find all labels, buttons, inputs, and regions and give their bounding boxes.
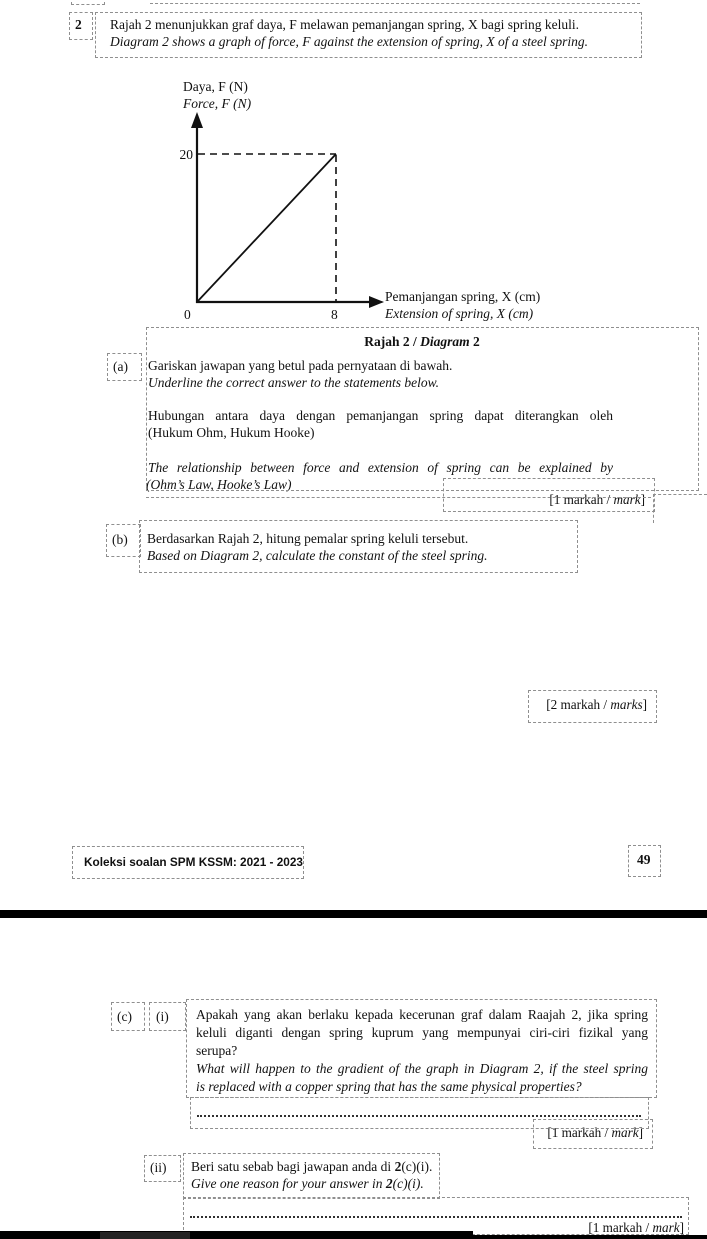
question-number: 2 — [75, 17, 82, 32]
part-cii-label: (ii) — [150, 1160, 167, 1175]
part-cii-ms: Beri satu sebab bagi jawapan anda di 2(c… — [191, 1159, 433, 1174]
region-box-ci-label — [149, 1002, 186, 1031]
part-a-statement-en-line1: The relationship between force and exten… — [148, 460, 613, 475]
y-axis-label-en: Force, F (N) — [183, 96, 252, 111]
part-a-statement-ms-line2: (Hukum Ohm, Hukum Hooke) — [148, 425, 315, 440]
x-axis-label-en: Extension of spring, X (cm) — [385, 306, 534, 321]
part-b-text-ms: Berdasarkan Rajah 2, hitung pemalar spri… — [147, 531, 469, 546]
region-box-cii-answer — [183, 1197, 689, 1235]
x-axis-label-ms: Pemanjangan spring, X (cm) — [385, 289, 541, 304]
x-axis-arrowhead — [369, 296, 384, 308]
part-ci-ms-line3: serupa? — [196, 1043, 238, 1058]
part-cii-marks: [1 markah / mark] — [588, 1220, 684, 1235]
part-a-instruction-en: Underline the correct answer to the stat… — [148, 375, 439, 390]
region-line-fragment-right-h — [653, 494, 707, 495]
y-tick-label: 20 — [179, 147, 194, 162]
x-tick-label: 8 — [331, 307, 338, 322]
region-box-b-text — [139, 520, 578, 573]
region-box-page-number — [628, 845, 661, 877]
region-box-ci-text — [186, 999, 657, 1098]
part-a-statement-ms-line1: Hubungan antara daya dengan pemanjangan … — [148, 408, 613, 423]
force-extension-graph — [191, 112, 384, 308]
region-box-a-label — [107, 353, 142, 381]
region-box-section-a — [146, 327, 699, 491]
region-box-b-label — [106, 524, 141, 557]
caption-num: 2 — [469, 334, 480, 349]
caption-ms: Rajah 2 / — [364, 334, 421, 349]
bottom-separator-bar-gray-segment — [100, 1232, 190, 1239]
y-axis-label-ms: Daya, F (N) — [183, 79, 248, 94]
part-a-label: (a) — [113, 359, 128, 374]
region-box-ci-answer — [190, 1097, 649, 1129]
figure-caption: Rajah 2 / Diagram 2 — [146, 333, 698, 351]
region-box-mark2 — [528, 690, 657, 723]
part-b-label: (b) — [112, 532, 128, 547]
part-a-statement-en-line2: (Ohm’s Law, Hooke’s Law) — [146, 477, 292, 492]
part-a-marks: [1 markah / mark] — [549, 492, 645, 507]
part-ci-ms-line1: Apakah yang akan berlaku kepada keceruna… — [196, 1007, 648, 1022]
footer-source: Koleksi soalan SPM KSSM: 2021 - 2023 — [84, 855, 303, 869]
region-box-footer — [72, 846, 304, 879]
question-intro-ms: Rajah 2 menunjukkan graf daya, F melawan… — [110, 17, 580, 32]
part-ci-ms-line2: keluli diganti dengan spring kuprum yang… — [196, 1025, 648, 1040]
part-a-instruction-ms: Gariskan jawapan yang betul pada pernyat… — [148, 358, 453, 373]
bottom-separator-bar-left — [0, 1231, 473, 1239]
origin-label: 0 — [184, 307, 191, 322]
part-b-text-en: Based on Diagram 2, calculate the consta… — [147, 548, 488, 563]
region-box-cii-text — [183, 1153, 440, 1199]
ci-answer-line — [197, 1100, 641, 1117]
part-cii-en: Give one reason for your answer in 2(c)(… — [191, 1176, 424, 1191]
y-axis-arrowhead — [191, 112, 203, 128]
region-box-c-label — [111, 1002, 145, 1031]
graph-line — [196, 153, 337, 303]
region-line-fragment-right-v — [653, 494, 654, 523]
part-ci-label: (i) — [156, 1009, 169, 1024]
bottom-separator-bar-right — [473, 1235, 707, 1239]
part-c-label: (c) — [117, 1009, 132, 1024]
page-separator-bar — [0, 910, 707, 918]
region-box-mark3 — [533, 1119, 653, 1149]
caption-en: Diagram — [420, 334, 470, 349]
part-b-marks: [2 markah / marks] — [546, 697, 647, 712]
region-line-mark1 — [146, 497, 651, 498]
region-box-cii-label — [144, 1155, 181, 1182]
cii-answer-line — [190, 1202, 682, 1218]
region-line-fragment-top — [150, 3, 640, 4]
part-ci-en-line1: What will happen to the gradient of the … — [196, 1061, 648, 1076]
region-box-mark1 — [443, 478, 655, 512]
question-intro-en: Diagram 2 shows a graph of force, F agai… — [110, 34, 588, 49]
part-ci-en-line2: is replaced with a copper spring that ha… — [196, 1079, 582, 1094]
page-number: 49 — [637, 852, 651, 867]
region-box-fragment-top — [71, 0, 105, 5]
region-box-intro — [95, 12, 642, 58]
region-box-question-number — [69, 12, 93, 40]
